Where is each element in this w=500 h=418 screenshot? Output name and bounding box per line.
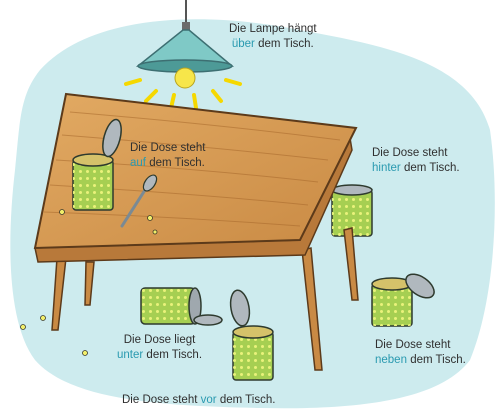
caption-in-front-of-table: Die Dose steht vor dem Tisch. — [122, 393, 275, 408]
can-behind-table-icon — [331, 184, 373, 237]
caption-pre: Die Dose steht — [375, 339, 451, 351]
caption-post: dem Tisch. — [219, 394, 276, 406]
caption-post: dem Tisch. — [146, 349, 203, 361]
can-under-table-icon — [140, 287, 223, 326]
caption-pre: Die Dose liegt — [123, 334, 196, 346]
caption-preposition: unter — [117, 349, 144, 361]
can-next-to-table-icon — [371, 273, 435, 327]
caption-preposition: vor — [200, 394, 217, 406]
caption-preposition: auf — [130, 157, 146, 169]
caption-pre: Die Dose steht — [122, 394, 198, 406]
can-in-front-of-table-icon — [229, 289, 274, 381]
caption-on-table: Die Dose steht auf dem Tisch. — [130, 141, 205, 171]
can-on-table-icon — [72, 118, 122, 211]
caption-preposition: hinter — [372, 162, 401, 174]
caption-under-table: Die Dose liegt unter dem Tisch. — [117, 333, 202, 363]
caption-post: dem Tisch. — [403, 162, 460, 174]
caption-preposition: neben — [375, 354, 407, 366]
lamp-icon — [124, 0, 242, 110]
caption-next-to-table: Die Dose steht neben dem Tisch. — [375, 338, 466, 368]
caption-pre: Die Lampe hängt — [229, 23, 317, 35]
caption-preposition: über — [231, 38, 255, 50]
caption-post: dem Tisch. — [149, 157, 205, 169]
caption-lamp: Die Lampe hängt über dem Tisch. — [229, 22, 317, 52]
caption-pre: Die Dose steht — [130, 142, 206, 154]
caption-post: dem Tisch. — [258, 38, 314, 50]
spoon-icon — [120, 174, 158, 228]
caption-pre: Die Dose steht — [372, 147, 448, 159]
caption-behind-table: Die Dose steht hinter dem Tisch. — [372, 146, 460, 176]
peas — [20, 209, 158, 356]
caption-post: dem Tisch. — [410, 354, 466, 366]
